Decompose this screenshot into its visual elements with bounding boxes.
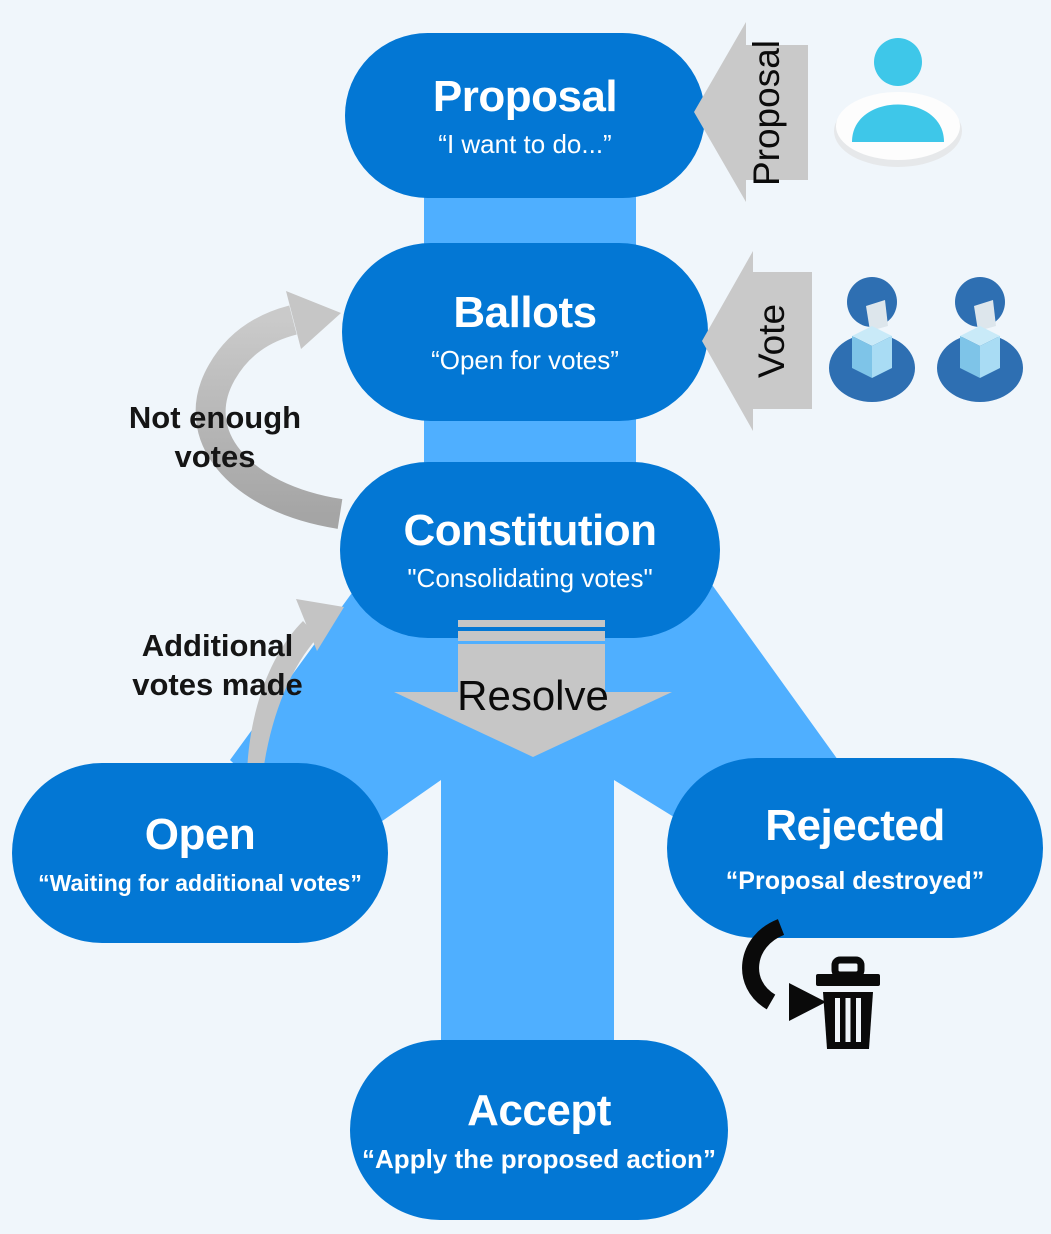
node-constitution-title: Constitution (403, 506, 657, 555)
not-enough-votes-arrow (195, 305, 343, 529)
curved-arrow-icon (742, 919, 826, 1021)
connector-ballots-constitution (424, 415, 636, 470)
voter-ballot-icon (937, 277, 1023, 402)
node-rejected-title: Rejected (765, 800, 945, 850)
connector-proposal-ballots (424, 190, 636, 250)
node-accept-title: Accept (467, 1085, 611, 1135)
node-open-subtitle: “Waiting for additional votes” (38, 869, 362, 896)
node-ballots-subtitle: “Open for votes” (431, 345, 619, 375)
resolve-arrow-label: Resolve (457, 672, 609, 719)
node-constitution: Constitution "Consolidating votes" (340, 462, 720, 638)
vote-arrow-label: Vote (751, 303, 792, 379)
person-icon (834, 38, 962, 167)
vote-block-arrow-icon (702, 251, 812, 431)
trash-icon (816, 956, 880, 1049)
proposal-block-arrow-icon (694, 22, 808, 202)
node-proposal-title: Proposal (432, 71, 618, 121)
not-enough-votes-label: Not enough votes (128, 400, 302, 474)
resolve-arrow-stripe (458, 631, 605, 641)
node-proposal-subtitle: “I want to do...” (438, 128, 612, 159)
resolve-down-arrow-icon (394, 644, 672, 757)
node-open-title: Open (144, 809, 256, 859)
additional-votes-arrow (247, 621, 318, 772)
node-ballots-title: Ballots (453, 288, 597, 337)
node-accept-subtitle: “Apply the proposed action” (362, 1143, 716, 1174)
node-open: Open “Waiting for additional votes” (12, 763, 388, 943)
node-rejected: Rejected “Proposal destroyed” (667, 758, 1043, 938)
additional-votes-arrowhead (296, 599, 344, 651)
node-accept: Accept “Apply the proposed action” (350, 1040, 728, 1220)
node-constitution-subtitle: "Consolidating votes" (407, 563, 653, 593)
node-rejected-subtitle: “Proposal destroyed” (725, 866, 985, 895)
resolve-arrow-stripe (458, 620, 605, 627)
node-ballots: Ballots “Open for votes” (342, 243, 708, 421)
not-enough-votes-arrowhead (286, 291, 341, 349)
additional-votes-made-label: Additional votes made (132, 628, 303, 702)
voter-ballot-icon (829, 277, 915, 402)
fork-connector-shape (230, 575, 838, 1070)
node-proposal: Proposal “I want to do...” (345, 33, 705, 198)
